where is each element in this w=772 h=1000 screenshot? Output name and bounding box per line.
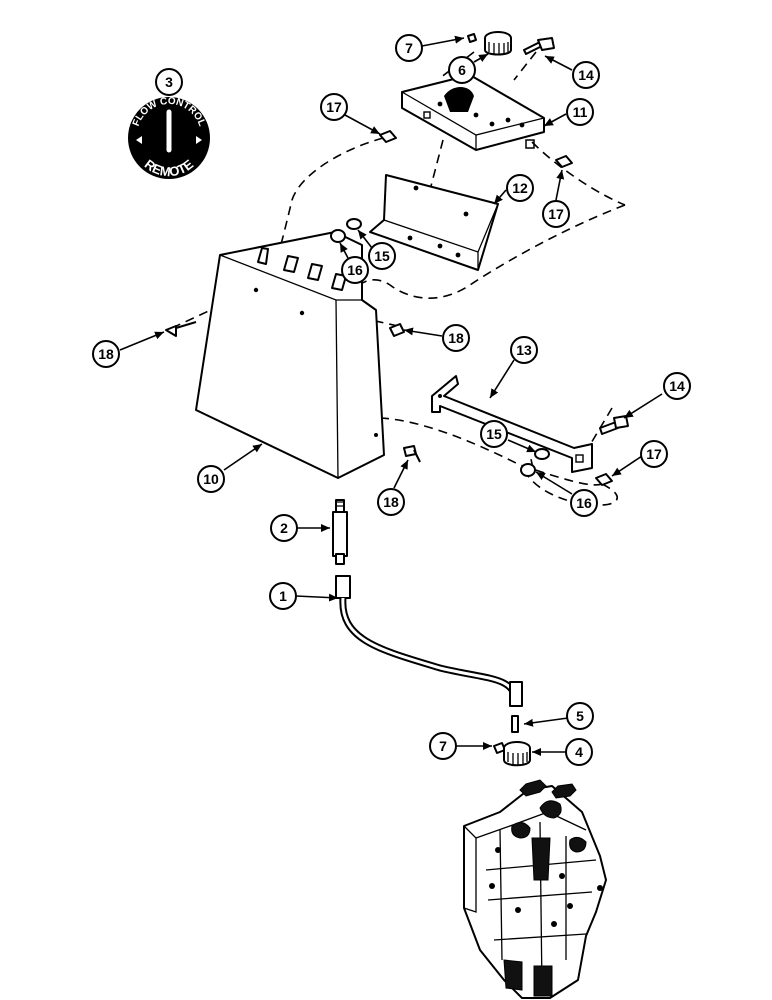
callout-5-label: 5 — [576, 708, 584, 724]
callout-18-right-label: 18 — [448, 330, 464, 346]
callout-14: 14 — [663, 372, 691, 400]
callout-10: 10 — [197, 465, 225, 493]
callout-5: 5 — [566, 702, 594, 730]
callout-1: 1 — [269, 582, 297, 610]
callout-12: 12 — [506, 174, 534, 202]
callout-2-label: 2 — [280, 520, 288, 536]
callout-14-top-label: 14 — [578, 67, 594, 83]
callout-6-label: 6 — [458, 62, 466, 78]
callout-16: 16 — [570, 489, 598, 517]
callout-13-label: 13 — [516, 342, 532, 358]
callout-11-label: 11 — [573, 104, 588, 120]
control-valve — [463, 779, 607, 999]
callout-15: 15 — [368, 242, 396, 270]
callout-7-top-label: 7 — [405, 40, 413, 56]
upper-mounting-bracket — [401, 74, 545, 151]
callout-18-left-label: 18 — [98, 346, 114, 362]
flow-control-decal: FLOW CONTROL REMOTE — [128, 96, 210, 179]
knob-assembly — [493, 715, 531, 767]
callout-6: 6 — [448, 56, 476, 84]
callout-17-lower-label: 17 — [646, 446, 662, 462]
callout-1-label: 1 — [279, 588, 287, 604]
callout-14: 14 — [572, 61, 600, 89]
assembly-lines — [171, 51, 626, 506]
callout-3-label: 3 — [165, 74, 173, 90]
callout-18: 18 — [442, 324, 470, 352]
extension-shaft — [332, 499, 348, 565]
callout-16: 16 — [341, 256, 369, 284]
callout-7: 7 — [395, 34, 423, 62]
callout-7: 7 — [429, 732, 457, 760]
leaders — [119, 35, 663, 756]
callout-17-right-label: 17 — [548, 206, 564, 222]
callout-10-label: 10 — [203, 471, 219, 487]
callout-3: 3 — [155, 68, 183, 96]
decal-bottom-text: REMOTE — [142, 156, 197, 179]
console-cover — [195, 231, 385, 479]
angle-bracket — [369, 174, 499, 271]
svg-text:REMOTE: REMOTE — [142, 156, 197, 179]
callout-17-left-label: 17 — [326, 99, 342, 115]
callout-16-lower-label: 16 — [576, 495, 592, 511]
callout-18: 18 — [92, 340, 120, 368]
callout-15-lower-label: 15 — [486, 426, 502, 442]
callout-18: 18 — [377, 488, 405, 516]
callout-12-label: 12 — [512, 180, 528, 196]
callout-17: 17 — [542, 200, 570, 228]
callout-4-label: 4 — [575, 744, 583, 760]
callout-18-lower-label: 18 — [383, 494, 399, 510]
callout-2: 2 — [270, 514, 298, 542]
callout-17: 17 — [640, 440, 668, 468]
callout-7-lower-label: 7 — [439, 738, 447, 754]
hardware — [165, 31, 629, 486]
flex-cable — [335, 575, 523, 707]
callout-16-top-label: 16 — [347, 262, 363, 278]
callout-4: 4 — [565, 738, 593, 766]
callout-15: 15 — [480, 420, 508, 448]
callout-14-lower-label: 14 — [669, 378, 685, 394]
callout-13: 13 — [510, 336, 538, 364]
callout-11: 11 — [566, 98, 594, 126]
callout-15-top-label: 15 — [374, 248, 390, 264]
callout-17: 17 — [320, 93, 348, 121]
lower-bracket — [431, 375, 593, 473]
